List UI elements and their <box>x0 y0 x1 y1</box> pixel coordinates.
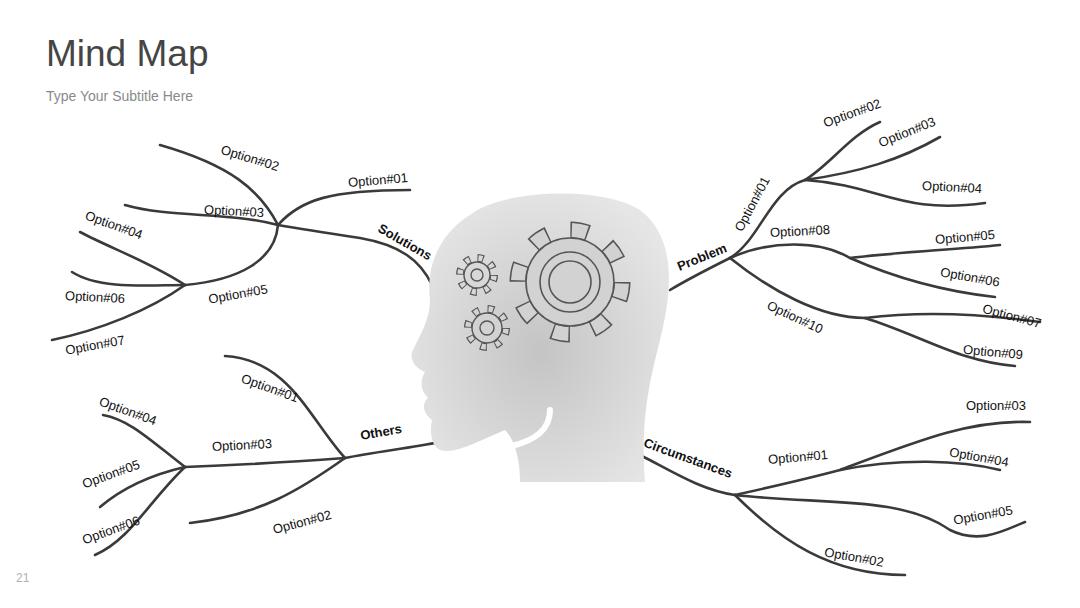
gear-hub <box>480 321 494 335</box>
branch-line <box>185 458 345 467</box>
gear-ring <box>540 252 600 312</box>
option-label: Option#02 <box>219 143 280 173</box>
jaw-line <box>512 410 550 446</box>
small-gear <box>468 309 506 347</box>
option-label: Option#05 <box>952 503 1013 526</box>
head-silhouette <box>412 194 669 482</box>
option-label: Option#06 <box>81 514 142 547</box>
gear-teeth <box>518 230 622 334</box>
option-label: Option#07 <box>64 333 125 356</box>
page-number: 21 <box>16 572 29 584</box>
large-gear <box>518 230 622 334</box>
branch-line <box>735 495 1025 536</box>
branch-label: Circumstances <box>642 436 734 480</box>
option-label: Option#04 <box>98 395 159 428</box>
gear-teeth-fill <box>468 309 506 347</box>
branch-label: Others <box>359 422 403 442</box>
branch-label: Solutions <box>376 222 434 263</box>
option-label: Option#07 <box>981 302 1042 330</box>
gear-hub <box>471 269 483 281</box>
branch-label: Problem <box>675 241 728 273</box>
slide-title: Mind Map <box>46 34 208 75</box>
branch-lines <box>52 122 1040 575</box>
branch-line <box>735 495 905 575</box>
branch-line <box>735 422 1030 495</box>
gear-body <box>472 313 502 343</box>
option-label: Option#05 <box>207 282 268 305</box>
gear-body <box>464 262 490 288</box>
branch-line <box>52 285 185 340</box>
option-label: Option#06 <box>939 265 1000 288</box>
branch-line <box>278 190 410 225</box>
option-label: Option#03 <box>966 399 1026 412</box>
option-label: Option#04 <box>84 209 145 242</box>
option-label: Option#08 <box>770 223 831 239</box>
branch-line <box>278 225 432 285</box>
gear-body <box>526 238 614 326</box>
branch-line <box>730 258 865 318</box>
head-illustration <box>412 194 669 482</box>
gear-teeth-fill <box>518 230 622 334</box>
option-label: Option#02 <box>271 508 332 536</box>
branch-line <box>345 442 440 458</box>
branch-line <box>865 318 1015 366</box>
branch-line <box>730 245 1000 259</box>
branch-line <box>72 272 185 286</box>
option-label: Option#06 <box>65 289 126 305</box>
option-label: Option#05 <box>935 228 996 246</box>
branch-line <box>185 225 278 285</box>
option-label: Option#01 <box>768 448 829 466</box>
gear-teeth-fill <box>460 258 494 292</box>
option-label: Option#02 <box>823 545 884 568</box>
option-label: Option#01 <box>240 372 301 405</box>
option-label: Option#01 <box>732 174 772 233</box>
gear-teeth <box>460 258 494 292</box>
gear-teeth <box>468 309 506 347</box>
option-label: Option#03 <box>204 203 265 219</box>
option-label: Option#10 <box>765 298 825 335</box>
branch-line <box>805 137 940 180</box>
option-label: Option#01 <box>348 171 409 189</box>
gear-hub <box>549 261 591 303</box>
branch-line <box>80 232 185 285</box>
small-gear <box>460 258 494 292</box>
subtitle: Type Your Subtitle Here <box>46 89 193 103</box>
option-label: Option#03 <box>212 437 273 453</box>
branch-line <box>805 122 880 180</box>
option-label: Option#04 <box>922 179 983 195</box>
